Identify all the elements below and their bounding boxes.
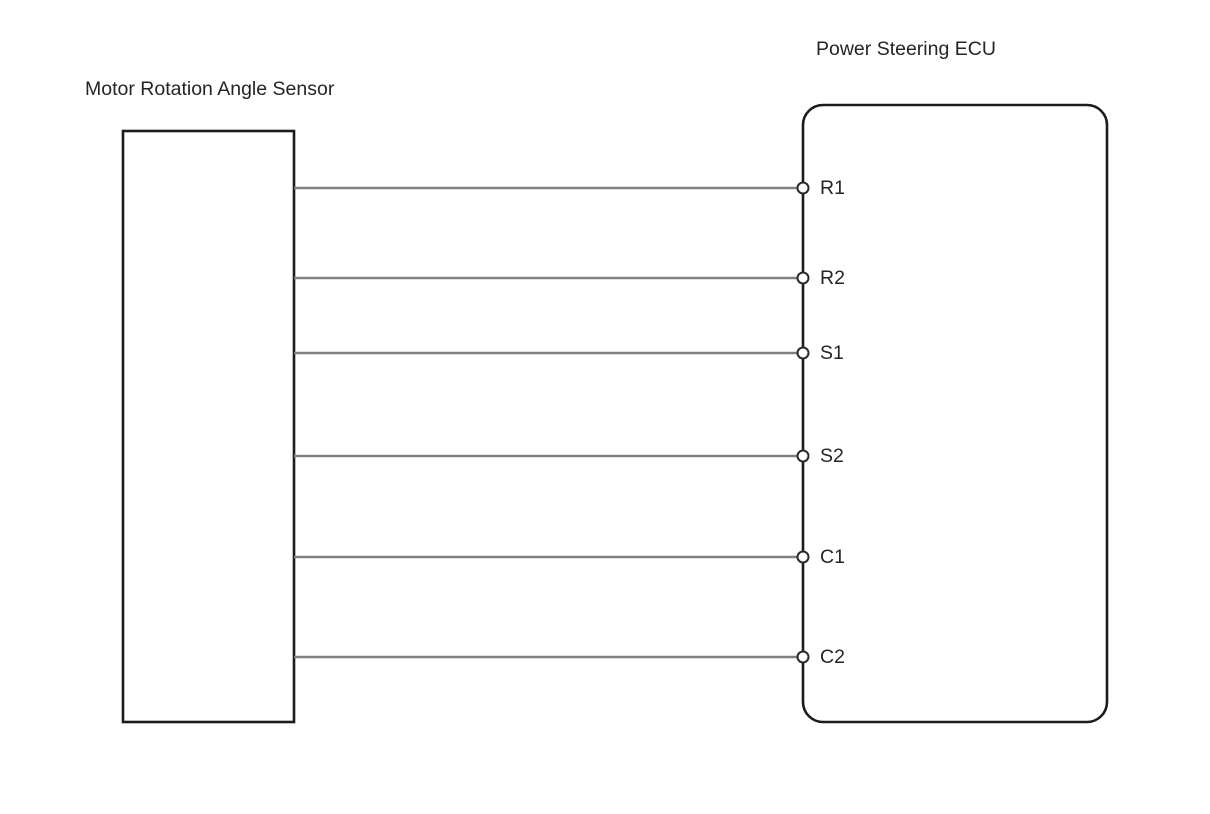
power-steering-ecu-box xyxy=(801,103,1109,724)
connection-c1: C1 xyxy=(294,546,845,568)
connection-r1: R1 xyxy=(294,177,845,199)
terminal-dot-r1 xyxy=(796,181,810,195)
sensor-title: Motor Rotation Angle Sensor xyxy=(85,78,335,100)
connection-s1: S1 xyxy=(294,342,844,364)
terminal-dot-c2 xyxy=(796,650,810,664)
terminal-dot-c1 xyxy=(796,550,810,564)
connection-r2: R2 xyxy=(294,267,845,289)
terminal-label-r1: R1 xyxy=(820,177,845,199)
terminal-dot-s2 xyxy=(796,449,810,463)
ecu-title: Power Steering ECU xyxy=(816,38,996,60)
connection-c2: C2 xyxy=(294,646,845,668)
terminal-label-s2: S2 xyxy=(820,445,844,467)
terminal-label-c2: C2 xyxy=(820,646,845,668)
motor-rotation-angle-sensor-box xyxy=(121,129,296,724)
terminal-label-s1: S1 xyxy=(820,342,844,364)
terminal-dot-r2 xyxy=(796,271,810,285)
connection-s2: S2 xyxy=(294,445,844,467)
terminal-dot-s1 xyxy=(796,346,810,360)
terminal-label-r2: R2 xyxy=(820,267,845,289)
terminal-label-c1: C1 xyxy=(820,546,845,568)
